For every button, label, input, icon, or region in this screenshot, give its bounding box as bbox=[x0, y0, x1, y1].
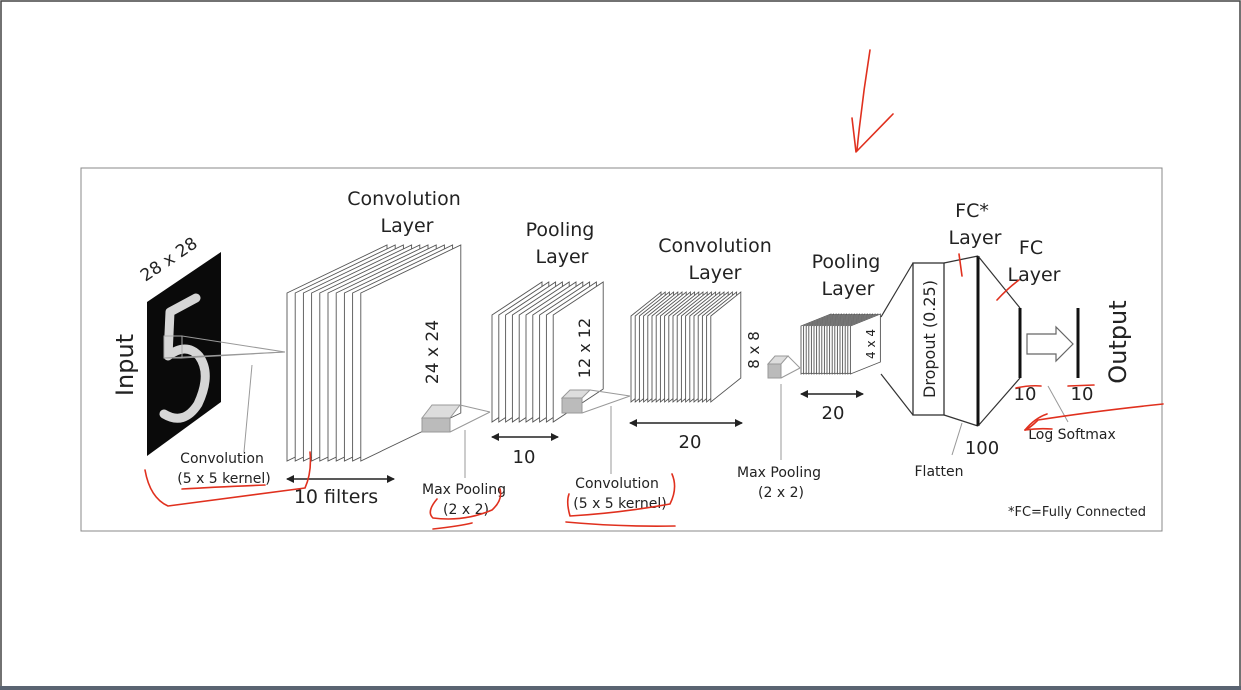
output-units-label: 10 bbox=[1071, 384, 1094, 405]
conv2-title-2: Layer bbox=[689, 262, 742, 284]
feature-map-sheet bbox=[710, 291, 742, 403]
conv2-depth-label: 20 bbox=[679, 432, 702, 453]
input-label: Input bbox=[111, 334, 139, 396]
dropout-label: Dropout (0.25) bbox=[920, 280, 939, 398]
handwritten-annotations bbox=[144, 49, 1164, 530]
conv2-kernel-label: Convolution bbox=[575, 476, 659, 492]
pool1-title-2: Layer bbox=[536, 246, 589, 268]
conv2-kernel-size: (5 x 5 kernel) bbox=[573, 496, 666, 512]
pool1-op-size: (2 x 2) bbox=[443, 502, 489, 518]
pool-kernel-1 bbox=[420, 404, 491, 433]
fc2-units-label: 10 bbox=[1014, 384, 1037, 405]
taskbar-strip bbox=[0, 686, 1241, 690]
input-image bbox=[147, 252, 221, 456]
feature-map-sheet bbox=[849, 313, 881, 375]
pool2-title-2: Layer bbox=[822, 278, 875, 300]
fc1-title: FC* bbox=[955, 200, 989, 222]
pool1-title: Pooling bbox=[526, 219, 595, 241]
pool-kernel-2 bbox=[766, 355, 801, 379]
output-arrow-icon bbox=[1026, 325, 1074, 363]
kernel-projection-1 bbox=[163, 335, 286, 359]
fc1-units-label: 100 bbox=[965, 438, 999, 459]
pool2-depth-label: 20 bbox=[822, 403, 845, 424]
footnote: *FC=Fully Connected bbox=[1008, 505, 1146, 520]
conv1-title-2: Layer bbox=[381, 215, 434, 237]
conv1-pointer bbox=[243, 364, 253, 453]
pool1-size-label: 12 x 12 bbox=[575, 318, 594, 378]
fc2-connections bbox=[977, 255, 1021, 427]
pool1-feature-maps bbox=[491, 281, 604, 423]
feature-map-sheet bbox=[552, 281, 604, 423]
pool2-size-label: 4 x 4 bbox=[864, 329, 878, 359]
conv1-kernel-label: Convolution bbox=[180, 451, 264, 467]
conv2-feature-maps bbox=[630, 291, 742, 403]
conv1-kernel-size: (5 x 5 kernel) bbox=[177, 471, 270, 487]
diagram-frame bbox=[80, 167, 1163, 532]
conv1-size-label: 24 x 24 bbox=[423, 320, 443, 384]
pool2-op-size: (2 x 2) bbox=[758, 485, 804, 501]
flatten-pointer bbox=[951, 422, 963, 456]
fc1-connections bbox=[943, 255, 979, 427]
log-softmax-label: Log Softmax bbox=[1028, 427, 1116, 443]
conv2-title: Convolution bbox=[658, 235, 772, 257]
flatten-funnel bbox=[880, 262, 914, 416]
pool1-depth-label: 10 bbox=[513, 447, 536, 468]
pool2-feature-maps bbox=[800, 313, 881, 375]
conv1-title: Convolution bbox=[347, 188, 461, 210]
fc2-title: FC bbox=[1019, 237, 1043, 259]
fc2-title-2: Layer bbox=[1008, 264, 1061, 286]
pool2-op-label: Max Pooling bbox=[737, 465, 821, 481]
kernel-projection-2 bbox=[560, 389, 631, 414]
conv2-size-label: 8 x 8 bbox=[745, 331, 763, 369]
flatten-label: Flatten bbox=[915, 464, 964, 480]
fc1-title-2: Layer bbox=[949, 227, 1002, 249]
output-label: Output bbox=[1104, 300, 1132, 383]
pool1-op-label: Max Pooling bbox=[422, 482, 506, 498]
dropout-box bbox=[912, 262, 945, 416]
pool2-title: Pooling bbox=[812, 251, 881, 273]
conv1-depth-label: 10 filters bbox=[294, 486, 378, 508]
